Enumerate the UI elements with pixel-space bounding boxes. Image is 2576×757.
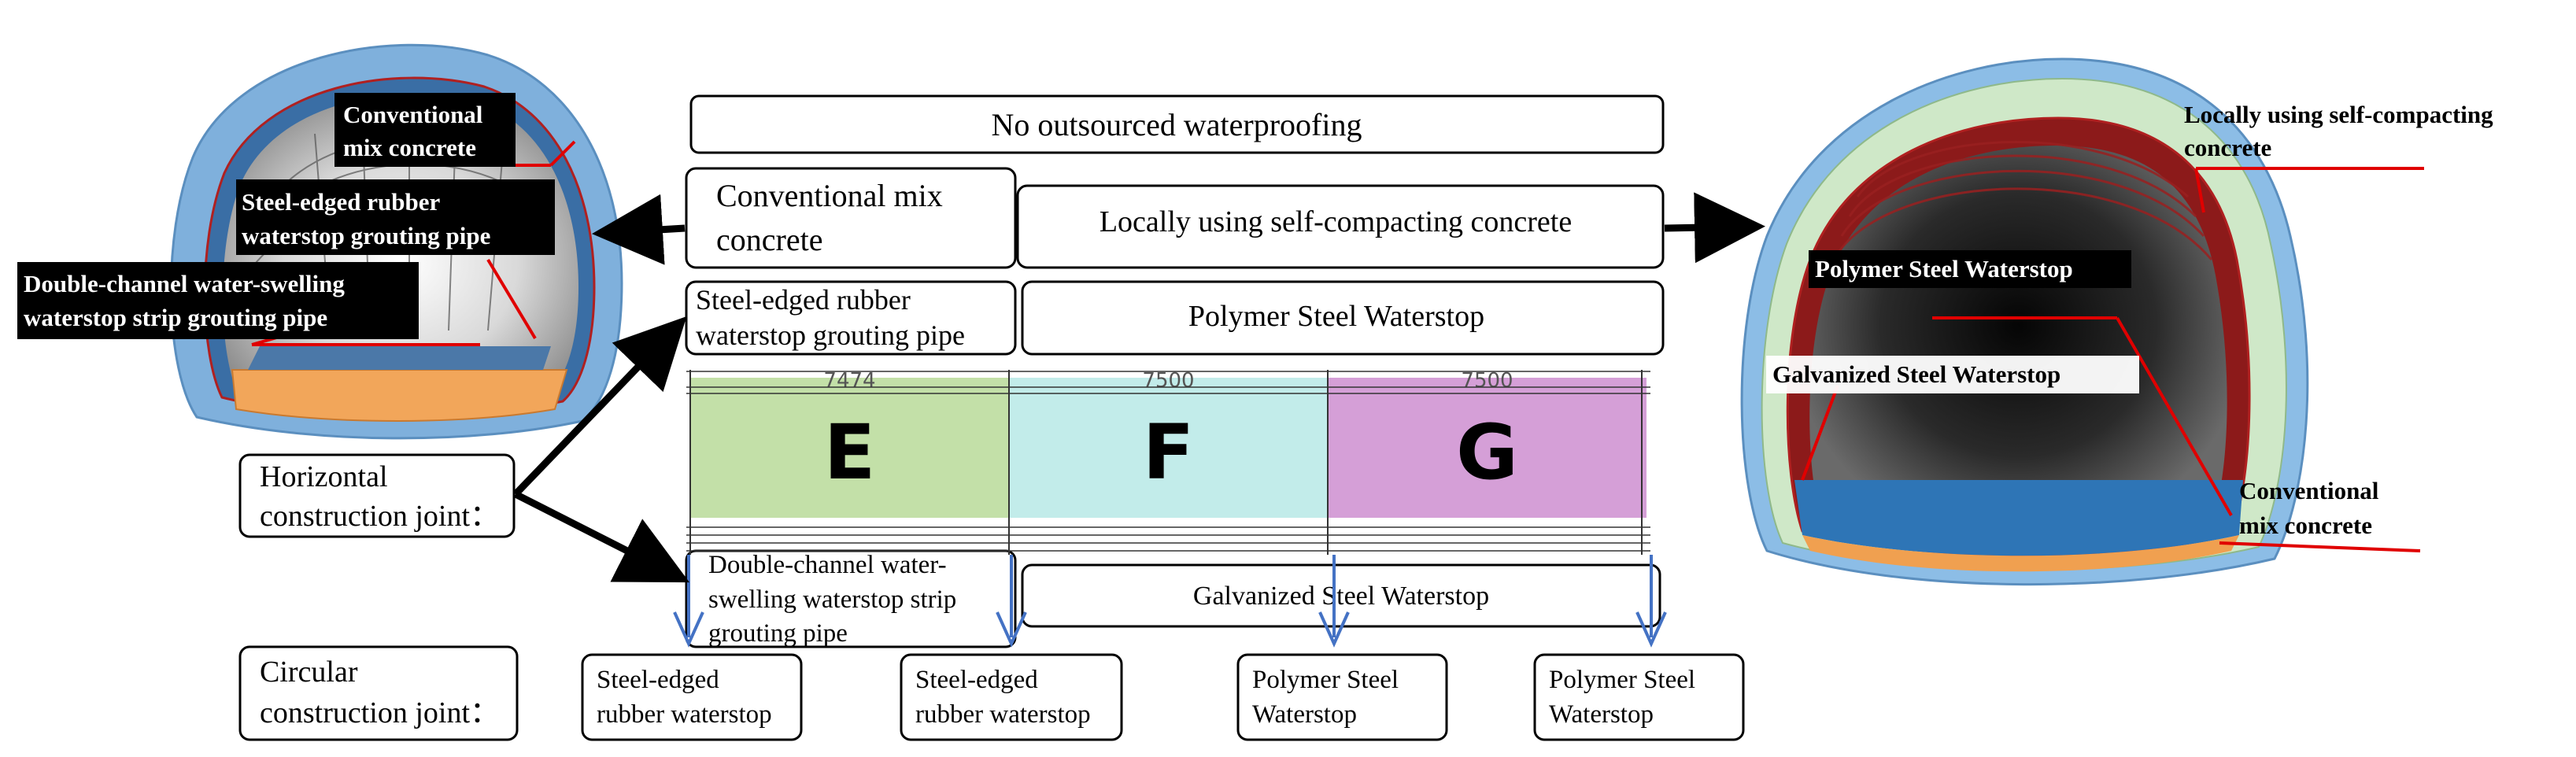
arrow-to-left-tunnel bbox=[592, 194, 686, 265]
horizontal-right-text: Locally using self-compacting concrete bbox=[1100, 205, 1572, 238]
right-label-scc-line2: concrete bbox=[2184, 134, 2271, 161]
waterstop-right-box bbox=[1021, 280, 1665, 356]
left-tunnel-floor-slab bbox=[231, 369, 568, 422]
circular-box-0 bbox=[581, 653, 803, 741]
bottom-left-line1: Double-channel water- bbox=[708, 551, 947, 579]
arrow-to-right-tunnel bbox=[1664, 192, 1765, 264]
circular-box-2-line2: Waterstop bbox=[1252, 700, 1357, 729]
horizontal-left-line1: Conventional mix bbox=[716, 178, 943, 213]
circular-box-0-line1: Steel-edged bbox=[597, 666, 719, 694]
joint-arrow-head-3 bbox=[1635, 611, 1667, 648]
left-label-conventional-line2: mix concrete bbox=[343, 134, 476, 161]
segment-g-letter: G bbox=[1456, 408, 1518, 497]
right-tunnel-interior bbox=[1809, 146, 2227, 545]
circular-box-3 bbox=[1533, 653, 1745, 741]
circular-box-3-line1: Polymer Steel bbox=[1549, 666, 1695, 694]
black-arrows bbox=[512, 192, 1765, 583]
joint-arrow-head-2 bbox=[1318, 611, 1350, 648]
circular-joint-boxes: Steel-edged rubber waterstop Steel-edged ru… bbox=[581, 653, 1745, 741]
segment-f-fill bbox=[1009, 378, 1328, 518]
right-tunnel-ribs bbox=[1832, 141, 2213, 260]
bottom-left-line3: grouting pipe bbox=[708, 619, 848, 648]
joint-arrow-head-0 bbox=[673, 611, 704, 648]
horizontal-left-box bbox=[685, 167, 1017, 269]
left-label-strip-line2: waterstop strip grouting pipe bbox=[24, 304, 327, 331]
right-label-galvanized: Galvanized Steel Waterstop bbox=[1772, 360, 2060, 388]
banner-box bbox=[689, 94, 1665, 154]
left-label-waterstop-line1: Steel-edged rubber bbox=[242, 188, 441, 216]
waterstop-left-line1: Steel-edged rubber bbox=[696, 284, 911, 316]
left-tunnel-track-bed bbox=[248, 346, 551, 370]
circular-box-1 bbox=[900, 653, 1123, 741]
segment-e-fill bbox=[690, 378, 1009, 518]
bottom-right-text: Galvanized Steel Waterstop bbox=[1193, 582, 1489, 611]
bottom-left-line2: swelling waterstop strip bbox=[708, 585, 956, 614]
left-label-strip-line1: Double-channel water-swelling bbox=[24, 270, 345, 297]
waterstop-left-line2: waterstop grouting pipe bbox=[696, 319, 965, 351]
circular-box-1-line1: Steel-edged bbox=[915, 666, 1038, 694]
circular-box-3-line2: Waterstop bbox=[1549, 700, 1654, 729]
circular-side-line1: Circular bbox=[260, 655, 358, 689]
right-label-scc-line1: Locally using self-compacting bbox=[2184, 101, 2493, 128]
right-tunnel-invert bbox=[1794, 480, 2243, 556]
horizontal-side-line2: construction joint： bbox=[260, 500, 500, 533]
segment-g-length: 7500 bbox=[1461, 369, 1513, 393]
right-label-polymer: Polymer Steel Waterstop bbox=[1815, 255, 2073, 282]
circular-side-line2: construction joint： bbox=[260, 696, 500, 729]
segment-f-letter: F bbox=[1143, 408, 1195, 497]
circular-side-box bbox=[238, 645, 519, 741]
segment-e-letter: E bbox=[824, 408, 876, 497]
arrow-to-bottom-row bbox=[513, 490, 690, 583]
horizontal-right-box bbox=[1016, 184, 1665, 269]
left-label-waterstop-line2: waterstop grouting pipe bbox=[242, 222, 490, 249]
joint-arrow-head-1 bbox=[996, 611, 1027, 648]
horizontal-side-box bbox=[238, 453, 516, 538]
horizontal-side-line1: Horizontal bbox=[260, 460, 388, 493]
circular-box-2 bbox=[1236, 653, 1448, 741]
right-tunnel-section: Locally using self-compacting concrete P… bbox=[1740, 57, 2493, 586]
left-tunnel-section: Conventional mix concrete Steel-edged ru… bbox=[17, 43, 623, 440]
segment-f-length: 7500 bbox=[1142, 369, 1194, 393]
right-tunnel-invert-bottom bbox=[1802, 535, 2239, 572]
banner-text: No outsourced waterproofing bbox=[992, 107, 1362, 142]
circular-box-0-line2: rubber waterstop bbox=[597, 700, 772, 729]
circular-box-1-line2: rubber waterstop bbox=[915, 700, 1091, 729]
right-label-conventional-line2: mix concrete bbox=[2239, 511, 2372, 539]
right-tunnel-leaders bbox=[1801, 167, 2424, 552]
waterstop-right-text: Polymer Steel Waterstop bbox=[1188, 300, 1484, 333]
center-schema bbox=[238, 94, 1665, 741]
segment-e-length: 7474 bbox=[823, 369, 875, 393]
left-label-conventional-line1: Conventional bbox=[343, 101, 483, 128]
horizontal-left-line2: concrete bbox=[716, 222, 822, 257]
segment-g-fill bbox=[1328, 378, 1646, 518]
arrow-to-waterstop-row bbox=[512, 316, 687, 497]
circular-box-2-line1: Polymer Steel bbox=[1252, 666, 1399, 694]
right-label-conventional-line1: Conventional bbox=[2239, 477, 2379, 504]
